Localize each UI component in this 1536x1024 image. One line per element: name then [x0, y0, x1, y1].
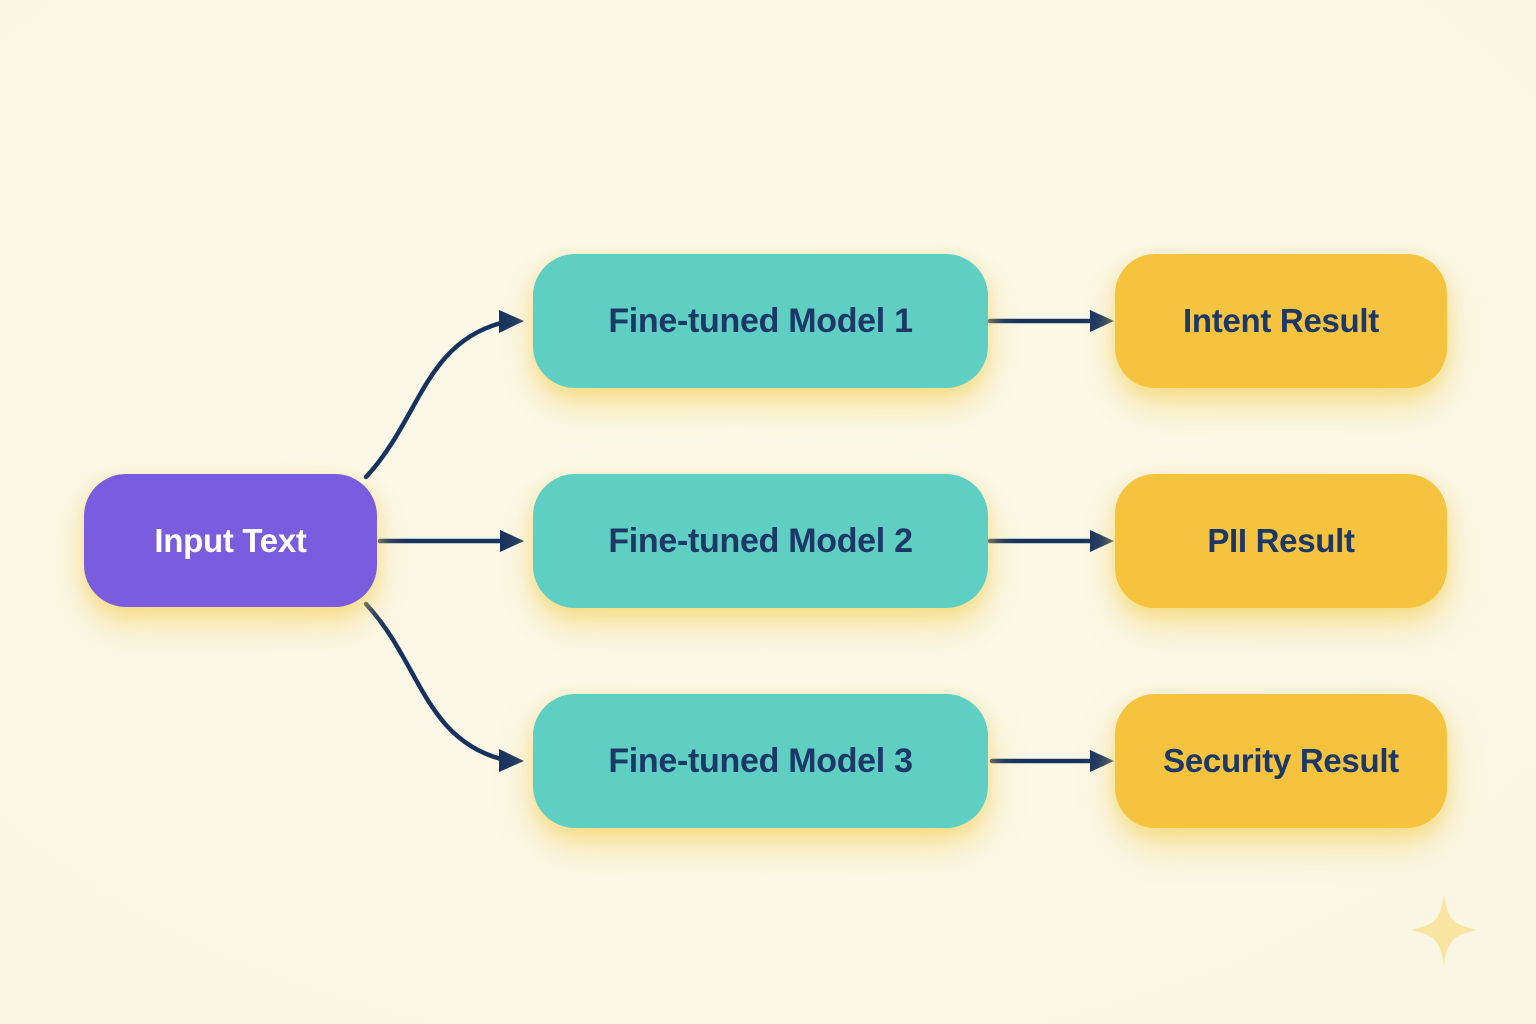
node-security-result-label: Security Result	[1163, 742, 1399, 779]
arrow-input-to-model-2	[377, 530, 524, 552]
node-fine-tuned-model-1-label: Fine-tuned Model 1	[608, 301, 913, 340]
arrow-input-to-model-3	[363, 601, 524, 772]
node-fine-tuned-model-3-label: Fine-tuned Model 3	[608, 741, 913, 780]
arrow-model-1-to-result-1	[987, 310, 1114, 332]
node-input-text: Input Text	[84, 474, 377, 607]
node-fine-tuned-model-2: Fine-tuned Model 2	[533, 474, 988, 608]
sparkle-icon	[1411, 894, 1477, 966]
node-input-text-label: Input Text	[154, 521, 307, 559]
node-intent-result: Intent Result	[1115, 254, 1447, 388]
node-pii-result-label: PII Result	[1207, 522, 1355, 559]
arrow-input-to-model-1	[363, 310, 524, 480]
arrow-model-2-to-result-2	[987, 530, 1114, 552]
node-fine-tuned-model-3: Fine-tuned Model 3	[533, 694, 988, 828]
node-fine-tuned-model-1: Fine-tuned Model 1	[533, 254, 988, 388]
arrow-model-3-to-result-3	[989, 750, 1114, 772]
node-security-result: Security Result	[1115, 694, 1447, 828]
node-pii-result: PII Result	[1115, 474, 1447, 608]
node-intent-result-label: Intent Result	[1183, 302, 1379, 339]
node-fine-tuned-model-2-label: Fine-tuned Model 2	[608, 521, 913, 560]
